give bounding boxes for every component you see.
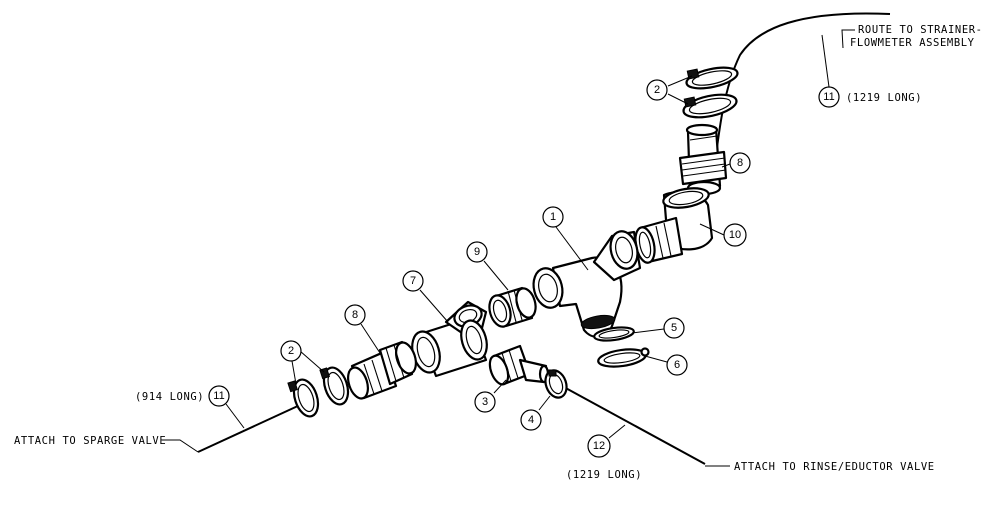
route-label-line2: FLOWMETER ASSEMBLY [850,37,975,49]
callout-5-number: 5 [671,322,677,334]
callout-8-left: 8 [344,304,366,326]
callout-9: 9 [466,241,488,263]
callout-3-number: 3 [482,396,488,408]
hose-top-length: (1219 LONG) [846,92,922,104]
hose-clamp-upper-b [682,93,738,119]
tee-fitting [411,300,488,378]
barb-adapter [488,344,550,386]
callout-5: 5 [663,317,685,339]
hose-left-length: (914 LONG) [135,391,204,403]
callout-12-number: 12 [593,440,605,452]
callout-10: 10 [723,223,747,247]
callout-8-top-number: 8 [737,157,743,169]
callout-7-number: 7 [410,275,416,287]
callout-1-number: 1 [550,211,556,223]
wye-fitting [532,230,642,339]
hose-adapter-lower [347,340,417,400]
callout-12: 12 [587,434,611,458]
callout-11-top-number: 11 [823,91,834,103]
hose-left [197,404,301,453]
callout-3: 3 [474,391,496,413]
elbow-fitting [634,187,714,264]
hose-clamp-lower-a [319,366,350,406]
clamp-ring [597,347,650,368]
hose-clamp-upper-a [685,66,739,90]
hose-clamp-small [544,369,568,399]
callout-2-top-number: 2 [654,84,660,96]
callout-6-number: 6 [674,359,680,371]
gasket [593,326,635,342]
callout-10-number: 10 [729,229,741,241]
callout-11-left-number: 11 [213,390,224,402]
hose-clamp-lower-b [287,378,320,418]
callout-4-number: 4 [528,414,534,426]
sparge-valve-label: ATTACH TO SPARGE VALVE [14,435,166,447]
callout-8-top: 8 [729,152,751,174]
callout-7: 7 [402,270,424,292]
route-label-line1: ROUTE TO STRAINER- [858,24,983,36]
callout-11-left: 11 [208,385,230,407]
hose-right [561,385,706,465]
callout-8-left-number: 8 [352,309,358,321]
callout-2-left: 2 [280,340,302,362]
callout-6: 6 [666,354,688,376]
callout-1: 1 [542,206,564,228]
callout-9-number: 9 [474,246,480,258]
callout-11-top: 11 [818,86,840,108]
leader-lines [162,29,855,467]
rinse-eductor-label: ATTACH TO RINSE/EDUCTOR VALVE [734,461,935,473]
callout-4: 4 [520,409,542,431]
callout-2-top: 2 [646,79,668,101]
callout-2-left-number: 2 [288,345,294,357]
hose-right-length: (1219 LONG) [566,469,642,481]
coupling-adapter [488,286,537,328]
